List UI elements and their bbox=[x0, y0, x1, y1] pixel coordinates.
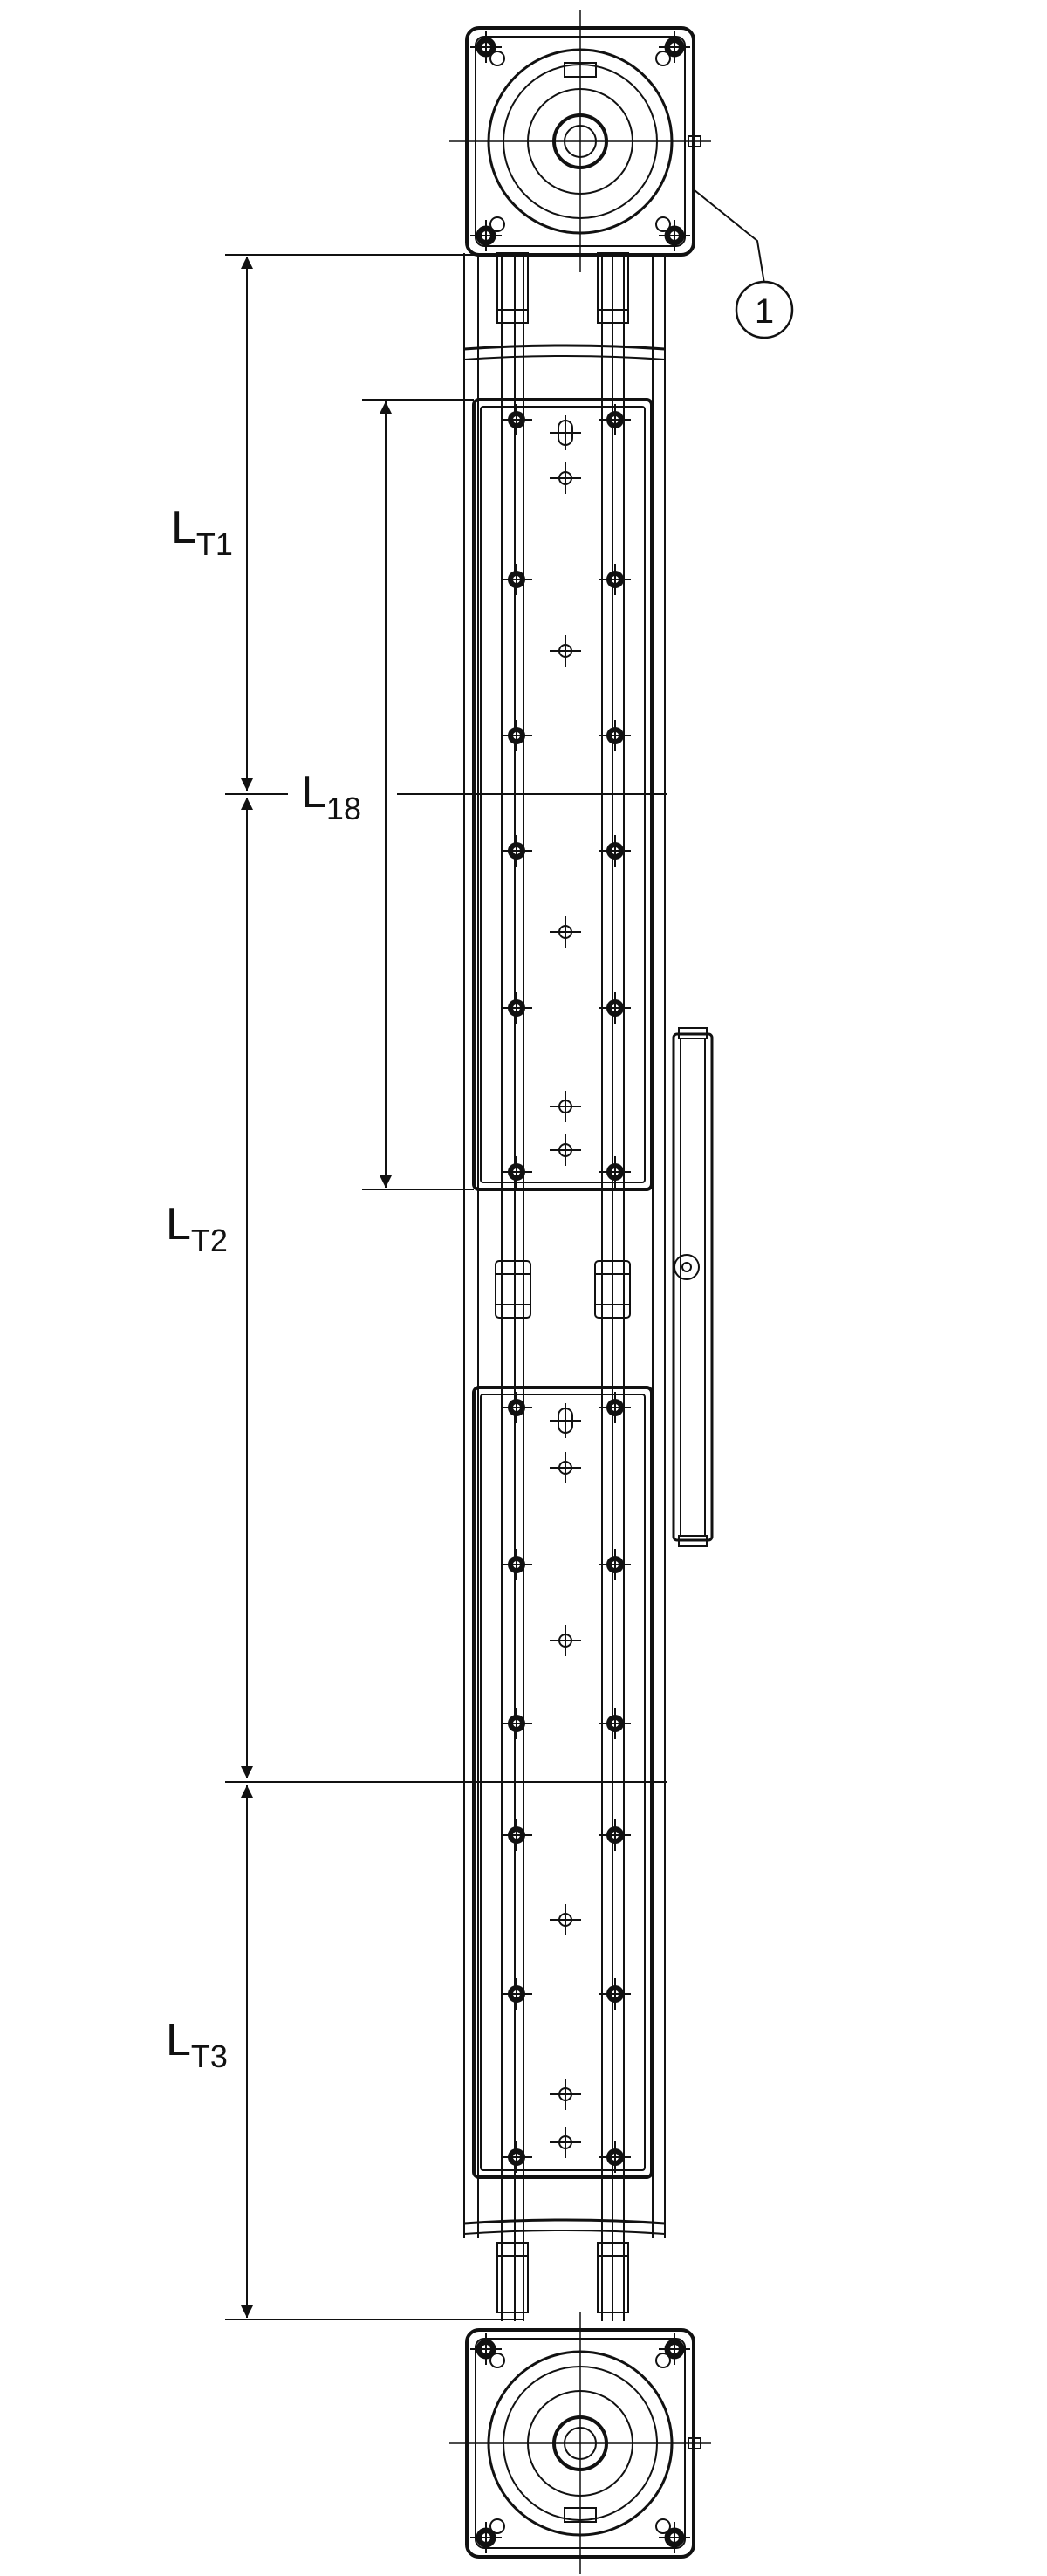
mounting-holes bbox=[501, 404, 631, 2173]
dimension-label-lt2: LT2 bbox=[166, 1199, 228, 1258]
mounting-hole bbox=[501, 992, 532, 1024]
mounting-hole bbox=[501, 1549, 532, 1580]
motor-flanges bbox=[449, 10, 711, 2574]
center-mark bbox=[550, 2127, 581, 2158]
center-mark bbox=[550, 462, 581, 494]
axis-body bbox=[463, 252, 666, 2321]
mounting-hole bbox=[501, 1156, 532, 1188]
side-sensor-rail bbox=[672, 1027, 714, 1547]
center-mark bbox=[550, 1625, 581, 1656]
mounting-hole bbox=[599, 1549, 631, 1580]
mounting-hole bbox=[501, 404, 532, 435]
center-marks bbox=[550, 415, 581, 2158]
mounting-hole bbox=[501, 1708, 532, 1739]
center-mark bbox=[550, 1904, 581, 1935]
callout-bubble: 1 bbox=[735, 280, 794, 339]
dimension-label-lt1: LT1 bbox=[171, 503, 233, 562]
mounting-hole bbox=[599, 1978, 631, 2010]
center-mark bbox=[550, 1091, 581, 1122]
mounting-hole bbox=[599, 404, 631, 435]
mounting-hole bbox=[501, 835, 532, 867]
mounting-hole bbox=[501, 1819, 532, 1851]
mounting-hole bbox=[501, 2141, 532, 2173]
mounting-hole bbox=[599, 992, 631, 1024]
callout-number: 1 bbox=[755, 292, 774, 331]
mounting-hole bbox=[599, 720, 631, 751]
mounting-hole bbox=[501, 720, 532, 751]
mounting-hole bbox=[501, 1978, 532, 2010]
center-mark bbox=[550, 1134, 581, 1166]
dimension-label-lt3: LT3 bbox=[166, 2015, 228, 2074]
dimension-lines bbox=[225, 254, 667, 2320]
slot-mark bbox=[550, 1403, 581, 1438]
dimension-label-l18: L18 bbox=[301, 767, 361, 826]
center-mark bbox=[550, 635, 581, 667]
mounting-hole bbox=[501, 564, 532, 595]
center-mark bbox=[550, 916, 581, 948]
mounting-hole bbox=[599, 1819, 631, 1851]
mounting-hole bbox=[599, 564, 631, 595]
mounting-hole bbox=[599, 1708, 631, 1739]
mounting-hole bbox=[599, 835, 631, 867]
center-mark bbox=[550, 1452, 581, 1483]
center-mark bbox=[550, 2079, 581, 2110]
callout-leader bbox=[694, 189, 765, 284]
mounting-hole bbox=[599, 1156, 631, 1188]
motor-flange bbox=[449, 2312, 711, 2574]
motor-flange bbox=[449, 10, 711, 272]
mounting-hole bbox=[599, 2141, 631, 2173]
mounting-hole bbox=[501, 1392, 532, 1423]
mounting-hole bbox=[599, 1392, 631, 1423]
slot-mark bbox=[550, 415, 581, 450]
